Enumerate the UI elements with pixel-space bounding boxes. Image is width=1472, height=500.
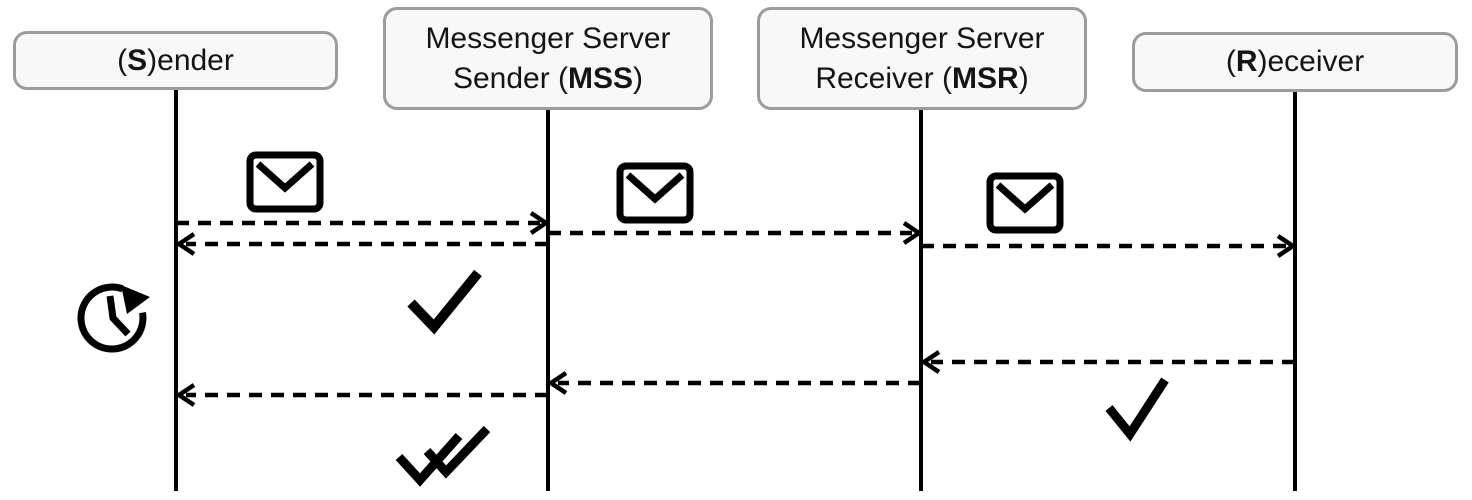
participant-label-msr-line2: Receiver (MSR) bbox=[815, 61, 1029, 95]
message-arrow-mss-to-sender-ack2 bbox=[174, 383, 548, 407]
participant-box-sender: (S)ender bbox=[13, 31, 338, 90]
participant-box-receiver: (R)eceiver bbox=[1132, 32, 1458, 92]
message-arrow-msr-to-receiver bbox=[921, 234, 1298, 258]
lifelines bbox=[174, 90, 1297, 491]
participant-box-msr: Messenger Server Receiver (MSR) bbox=[757, 7, 1087, 110]
envelope-icon-msr-to-receiver bbox=[986, 172, 1064, 234]
single-check-icon-sent bbox=[407, 269, 482, 335]
participant-label-msr-line1: Messenger Server bbox=[799, 21, 1045, 55]
participant-label-mss-line1: Messenger Server bbox=[425, 21, 671, 55]
envelope-icon-sender-to-mss bbox=[246, 151, 324, 213]
single-check-icon-delivered bbox=[1105, 377, 1169, 442]
message-arrow-mss-to-msr bbox=[548, 221, 924, 245]
clock-timer-icon bbox=[77, 283, 150, 353]
participant-label-sender: (S)ender bbox=[117, 43, 234, 77]
participant-box-mss: Messenger Server Sender (MSS) bbox=[383, 7, 713, 110]
message-arrow-mss-to-sender-ack1 bbox=[174, 232, 548, 256]
message-arrow-receiver-to-msr-ack bbox=[919, 350, 1295, 374]
message-arrow-sender-to-mss bbox=[176, 211, 551, 235]
double-check-icon bbox=[395, 425, 491, 487]
message-arrow-msr-to-mss-ack bbox=[546, 371, 921, 395]
envelope-icon-mss-to-msr bbox=[616, 162, 694, 224]
participant-label-mss-line2: Sender (MSS) bbox=[452, 61, 644, 95]
participant-label-receiver: (R)eceiver bbox=[1225, 45, 1365, 78]
